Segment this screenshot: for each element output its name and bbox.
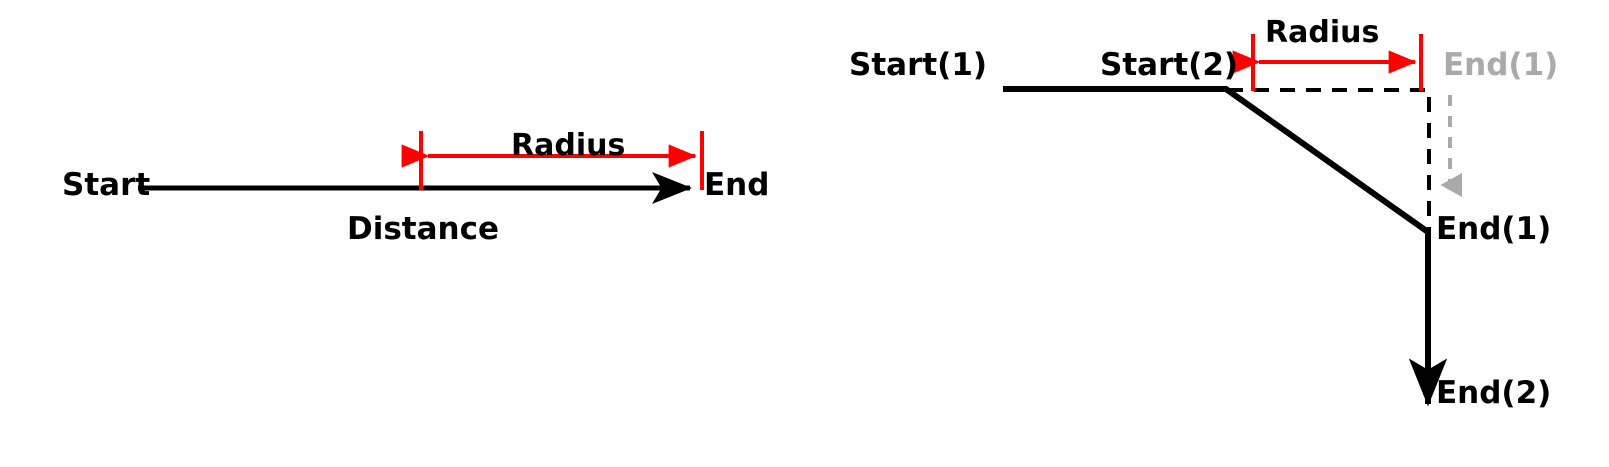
left-panel-graphics [138,131,704,204]
label-radius-left: Radius [511,128,626,163]
label-start: Start [62,167,151,203]
dashed-original-corner [1228,88,1431,232]
label-radius-right: Radius [1265,15,1380,50]
solid-path [1003,86,1430,235]
label-end-2: End(2) [1436,375,1552,411]
label-end: End [704,167,770,203]
right-panel-graphics [1003,34,1462,407]
label-distance: Distance [347,211,500,247]
label-start-1: Start(1) [849,47,988,83]
label-end-1: End(1) [1436,211,1552,247]
label-end-1-ghost: End(1) [1443,47,1559,83]
label-start-2: Start(2) [1100,47,1239,83]
